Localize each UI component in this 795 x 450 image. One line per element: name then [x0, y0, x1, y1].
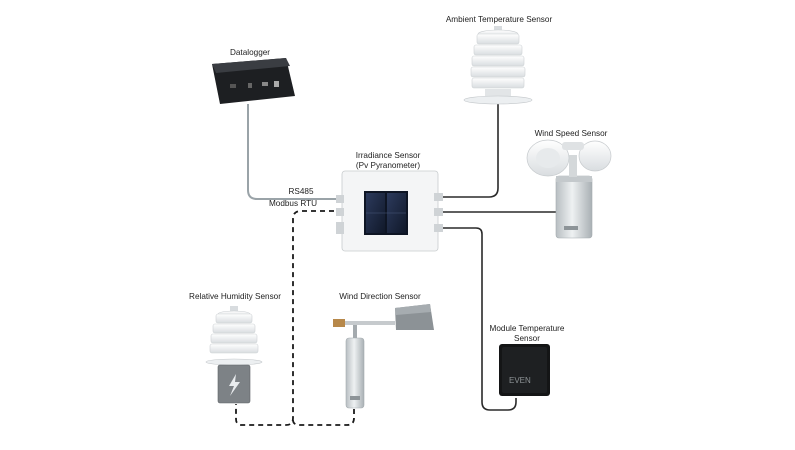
datalogger-device — [212, 58, 295, 104]
irradiance-label-line1: Irradiance Sensor — [356, 151, 421, 160]
module-temperature-sensor: EVEN — [499, 344, 550, 396]
ambient-label: Ambient Temperature Sensor — [446, 15, 553, 24]
module-temp-label-line1: Module Temperature — [490, 324, 565, 333]
irradiance-sensor — [336, 170, 443, 252]
ambient-cable — [437, 103, 499, 198]
module-brand-text: EVEN — [509, 376, 531, 385]
wind-speed-label: Wind Speed Sensor — [535, 129, 608, 138]
dashed-sensor-cable — [235, 210, 355, 426]
wind-speed-sensor — [526, 139, 612, 239]
wind-direction-label: Wind Direction Sensor — [339, 292, 421, 301]
humidity-label: Relative Humidity Sensor — [189, 292, 281, 301]
datalogger-label: Datalogger — [230, 48, 270, 57]
rs485-label: RS485 — [288, 187, 313, 196]
cables — [235, 103, 556, 426]
module-temp-cable — [437, 227, 517, 411]
modbus-label: Modbus RTU — [269, 199, 317, 208]
irradiance-label-line2: (Pv Pyranometer) — [356, 161, 420, 170]
wind-direction-sensor — [333, 304, 434, 409]
ambient-temperature-sensor — [463, 26, 533, 105]
module-temp-label-line2: Sensor — [514, 334, 540, 343]
relative-humidity-sensor — [205, 306, 263, 404]
rs485-cable — [247, 104, 343, 200]
